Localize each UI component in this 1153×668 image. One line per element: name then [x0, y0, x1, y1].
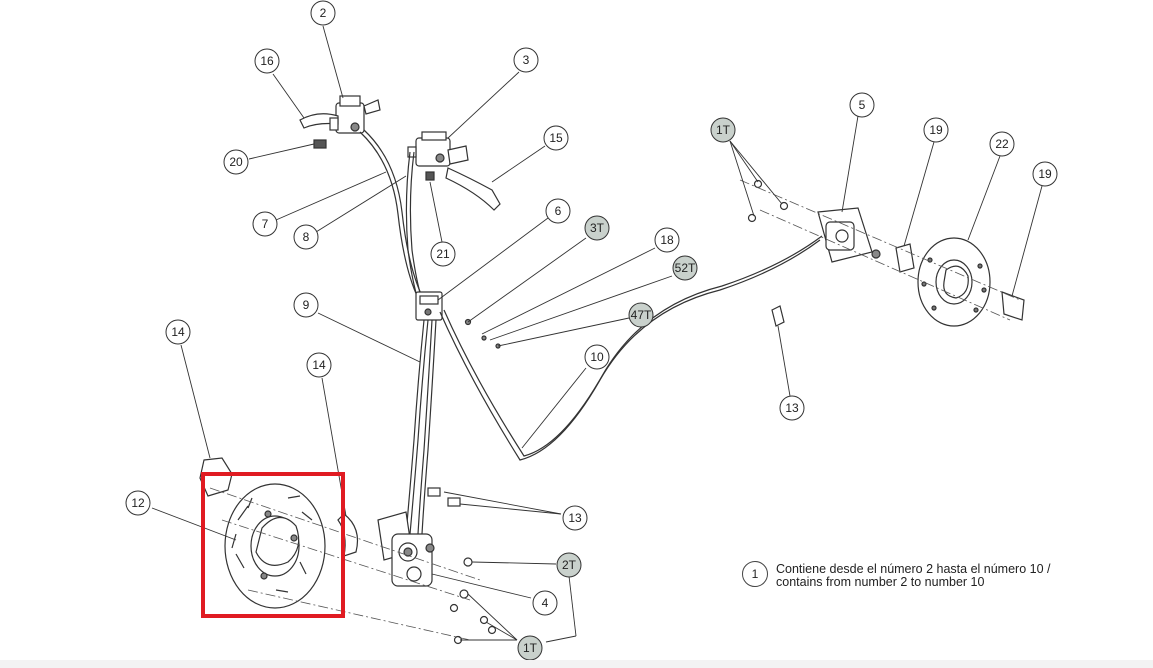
- distributor-block: [415, 291, 443, 321]
- callout-label: 15: [549, 131, 563, 145]
- callout-label: 9: [303, 298, 310, 312]
- callout-label: 1T: [716, 123, 731, 137]
- callout-13b: 13: [779, 395, 805, 421]
- callout-47t: 47T: [628, 302, 654, 328]
- front-bolts: [449, 557, 497, 645]
- callout-label: 10: [590, 350, 604, 364]
- callout-label: 2T: [562, 558, 577, 572]
- callout-label: 1T: [523, 641, 538, 655]
- callout-21: 21: [430, 241, 456, 267]
- callout-label: 7: [262, 217, 269, 231]
- right-master-cylinder: [407, 131, 501, 211]
- callout-label: 5: [859, 98, 866, 112]
- callouts: 2 3 16 15 20 7 8 21 6 3T 18 52T 47T 9 10…: [125, 0, 1058, 661]
- callout-label: 52T: [675, 261, 696, 275]
- callout-20: 20: [223, 149, 249, 175]
- callout-label: 22: [995, 137, 1009, 151]
- callout-3: 3: [513, 47, 539, 73]
- callout-label: 14: [171, 325, 185, 339]
- callout-12: 12: [125, 490, 151, 516]
- note-number-circle: 1: [742, 561, 768, 587]
- callout-label: 16: [260, 54, 274, 68]
- callout-14b: 14: [306, 352, 332, 378]
- callout-16: 16: [254, 48, 280, 74]
- assembly-note: Contiene desde el número 2 hasta el núme…: [776, 563, 1050, 589]
- callout-19a: 19: [923, 117, 949, 143]
- callout-label: 47T: [631, 308, 652, 322]
- rear-caliper: [817, 207, 881, 263]
- left-master-cylinder: [299, 95, 381, 134]
- callout-label: 19: [929, 123, 943, 137]
- callout-label: 3T: [590, 221, 605, 235]
- leader-lines: [151, 25, 1043, 643]
- callout-19b: 19: [1032, 161, 1058, 187]
- callout-label: 2: [320, 6, 327, 20]
- callout-2: 2: [310, 0, 336, 26]
- callout-label: 13: [785, 401, 799, 415]
- callout-14a: 14: [165, 319, 191, 345]
- callout-13a: 13: [562, 505, 588, 531]
- front-brake-disc: [224, 483, 326, 609]
- callout-label: 4: [542, 596, 549, 610]
- callout-label: 14: [312, 358, 326, 372]
- brake-pad-left: [199, 457, 233, 497]
- callout-1t-bottom: 1T: [517, 635, 543, 661]
- callout-10: 10: [584, 344, 610, 370]
- callout-label: 21: [436, 247, 450, 261]
- part-20: [313, 139, 327, 149]
- callout-label: 6: [555, 204, 562, 218]
- parts-artwork: [199, 95, 1025, 645]
- callout-6: 6: [545, 198, 571, 224]
- highlight-box: [201, 472, 345, 618]
- callout-9: 9: [293, 292, 319, 318]
- rear-brake-disc: [917, 237, 991, 327]
- bottom-strip: [0, 660, 1153, 668]
- callout-22: 22: [989, 131, 1015, 157]
- note-line-2: contains from number 2 to number 10: [776, 575, 985, 589]
- callout-3t: 3T: [584, 215, 610, 241]
- callout-5: 5: [849, 92, 875, 118]
- hose-8: [405, 151, 419, 301]
- callout-label: 3: [523, 53, 530, 67]
- callout-label: 19: [1038, 167, 1052, 181]
- sensor-19: [895, 243, 915, 273]
- part-21: [425, 171, 435, 181]
- callout-label: 20: [229, 155, 243, 169]
- callout-label: 13: [568, 511, 582, 525]
- callout-18: 18: [654, 227, 680, 253]
- sensor-19b: [1001, 291, 1025, 321]
- callout-52t: 52T: [672, 255, 698, 281]
- callout-7: 7: [252, 211, 278, 237]
- callout-4: 4: [532, 590, 558, 616]
- note-number: 1: [751, 567, 759, 581]
- callout-8: 8: [293, 224, 319, 250]
- front-caliper: [377, 511, 435, 587]
- callout-label: 18: [660, 233, 674, 247]
- note-line-1: Contiene desde el número 2 hasta el núme…: [776, 562, 1051, 576]
- callout-label: 12: [131, 496, 145, 510]
- callout-15: 15: [543, 125, 569, 151]
- callout-2t: 2T: [556, 552, 582, 578]
- callout-1t-top: 1T: [710, 117, 736, 143]
- callout-label: 8: [303, 230, 310, 244]
- hose-7: [359, 131, 419, 299]
- axis-lines: [209, 179, 1021, 641]
